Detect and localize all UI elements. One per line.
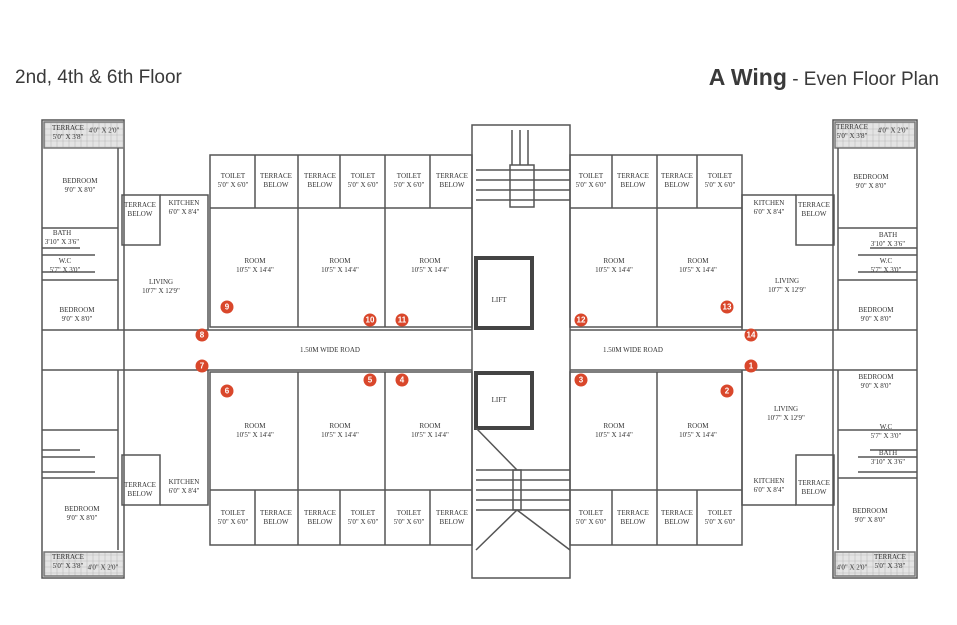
room-label-terrace-ext: 4'0" X 2'0" — [87, 563, 119, 572]
right-wing-walls — [741, 119, 918, 579]
unit-marker[interactable]: 9 — [220, 300, 234, 314]
road-label-left: 1.50M WIDE ROAD — [300, 346, 360, 354]
left-wing-walls — [41, 119, 209, 579]
lift-label-bottom: LIFT — [491, 396, 507, 404]
unit-marker[interactable]: 6 — [220, 384, 234, 398]
unit-marker[interactable]: 14 — [744, 328, 758, 342]
room-label-terrace-ext: 4'0" X 2'0" — [88, 126, 120, 135]
unit-marker[interactable]: 1 — [744, 359, 758, 373]
unit-marker[interactable]: 7 — [195, 359, 209, 373]
plan-title: A Wing - Even Floor Plan — [709, 64, 939, 91]
unit-marker[interactable]: 3 — [574, 373, 588, 387]
wing-name: A Wing — [708, 64, 787, 90]
room-label-terrace-ext: 4'0" X 2'0" — [836, 563, 868, 572]
floor-title: 2nd, 4th & 6th Floor — [15, 67, 182, 88]
plan-subtitle: - Even Floor Plan — [792, 69, 939, 90]
room-label-terrace-ext: 4'0" X 2'0" — [877, 126, 909, 135]
rooms-walls — [208, 154, 743, 546]
unit-marker[interactable]: 12 — [574, 313, 588, 327]
unit-marker[interactable]: 10 — [363, 313, 377, 327]
unit-marker[interactable]: 2 — [720, 384, 734, 398]
unit-marker[interactable]: 4 — [395, 373, 409, 387]
unit-marker[interactable]: 5 — [363, 373, 377, 387]
unit-marker[interactable]: 8 — [195, 328, 209, 342]
unit-marker[interactable]: 11 — [395, 313, 409, 327]
road-label-right: 1.50M WIDE ROAD — [603, 346, 663, 354]
lift-label-top: LIFT — [491, 296, 507, 304]
stair-lift-core — [471, 124, 571, 579]
unit-marker[interactable]: 13 — [720, 300, 734, 314]
